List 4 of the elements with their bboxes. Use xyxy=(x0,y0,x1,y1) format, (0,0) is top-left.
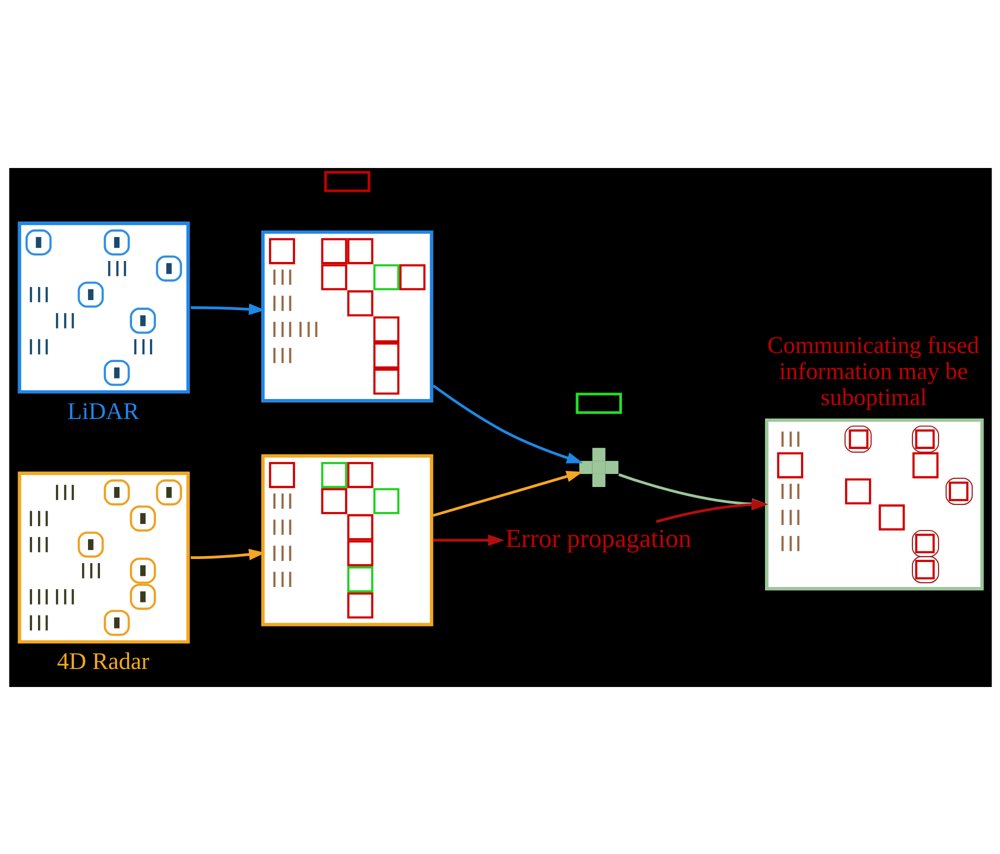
node-label: 4D Radar xyxy=(56,648,149,675)
node-label: Communicating fused information may be suboptimal xyxy=(766,332,979,411)
node-label: LiDAR xyxy=(66,398,139,425)
node-text: Error propagation xyxy=(504,524,691,553)
